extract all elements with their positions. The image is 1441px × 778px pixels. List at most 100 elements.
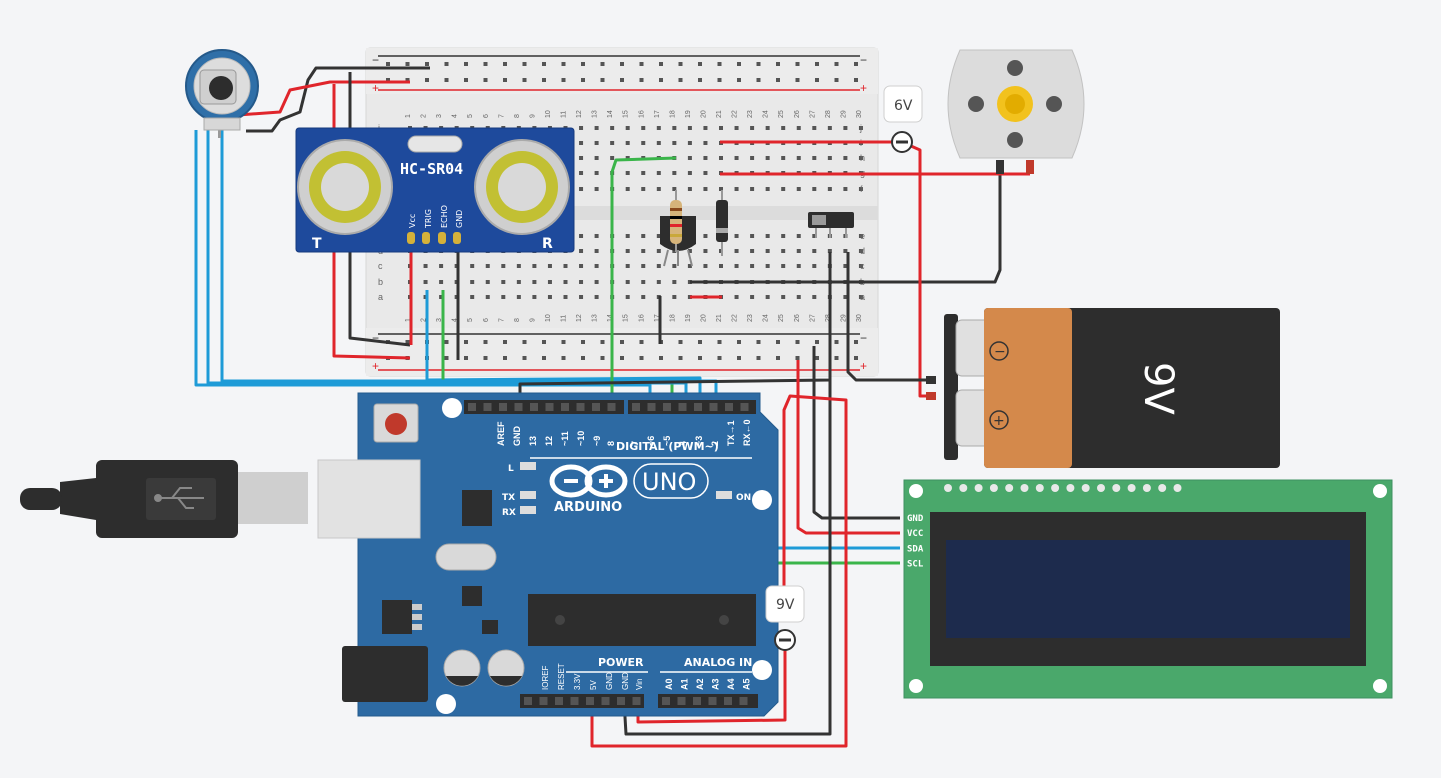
column-label-top: 13 xyxy=(592,110,599,118)
column-label-bottom: 9 xyxy=(529,318,536,322)
power-pin-label: Vin xyxy=(635,679,644,690)
column-label-top: 5 xyxy=(467,114,474,118)
supply-9v-label: 9V xyxy=(776,597,795,613)
column-label-bottom: 13 xyxy=(592,314,599,322)
digital-pwm-label: DIGITAL (PWM~) xyxy=(616,440,719,453)
column-label-top: 28 xyxy=(825,110,832,118)
rail-plus-bottom-right: + xyxy=(860,359,867,373)
digital-pin-label: ~9 xyxy=(592,436,602,446)
column-label-top: 10 xyxy=(545,110,552,118)
column-label-top: 22 xyxy=(732,110,739,118)
column-label-top: 12 xyxy=(576,110,583,118)
sensor-pin-gnd: GND xyxy=(455,210,464,228)
lcd-pin-label: VCC xyxy=(907,529,923,539)
row-label-right: c xyxy=(860,261,865,271)
digital-pin-label: 4 xyxy=(678,441,688,446)
column-label-bottom: 1 xyxy=(405,318,412,322)
power-supply-9v[interactable]: 9V xyxy=(765,585,805,651)
battery-voltage-label: 9V xyxy=(1135,362,1181,415)
column-label-bottom: 27 xyxy=(809,314,816,322)
wire-black-gnd-bottom xyxy=(622,252,832,736)
column-label-top: 2 xyxy=(421,114,428,118)
power-pin-label: GND xyxy=(605,672,614,690)
row-label-left: a xyxy=(378,292,383,302)
column-label-top: 30 xyxy=(856,110,863,118)
rail-plus-top-left: + xyxy=(372,81,379,95)
column-label-top: 16 xyxy=(638,110,645,118)
column-label-top: 8 xyxy=(514,114,521,118)
column-label-bottom: 30 xyxy=(856,314,863,322)
wire-black-button xyxy=(246,66,430,133)
rail-minus-top-right: − xyxy=(860,53,867,67)
led-on-label: ON xyxy=(736,493,751,503)
digital-pin-label: AREF xyxy=(496,421,506,446)
diode[interactable] xyxy=(716,190,728,256)
power-supply-6v[interactable]: 6V xyxy=(883,85,923,153)
column-label-top: 3 xyxy=(436,114,443,118)
row-label-right: e xyxy=(860,231,865,241)
column-label-bottom: 22 xyxy=(732,314,739,322)
column-label-bottom: 11 xyxy=(561,315,568,322)
digital-pin-label: 8 xyxy=(606,441,616,446)
rail-plus-bottom-left: + xyxy=(372,359,379,373)
led-tx-label: TX xyxy=(502,493,515,503)
slide-switch[interactable] xyxy=(808,212,854,238)
wire-red-button xyxy=(237,80,410,117)
column-label-bottom: 5 xyxy=(467,318,474,322)
column-label-bottom: 26 xyxy=(794,314,801,322)
column-label-top: 21 xyxy=(716,110,723,118)
column-label-bottom: 21 xyxy=(716,314,723,322)
column-label-top: 17 xyxy=(654,110,661,118)
analog-pin-label: A0 xyxy=(664,678,674,690)
sensor-label-r: R xyxy=(542,236,553,252)
dc-motor[interactable] xyxy=(947,49,1085,174)
usb-cable[interactable] xyxy=(20,459,421,539)
digital-pin-label: GND xyxy=(512,426,522,447)
led-rx-label: RX xyxy=(502,508,516,518)
power-pin-label: 5V xyxy=(589,680,598,690)
digital-pin-label: ~3 xyxy=(694,436,704,446)
digital-pin-label: ~10 xyxy=(576,431,586,446)
row-label-right: f xyxy=(860,184,863,194)
battery-pos-label: + xyxy=(993,413,1005,429)
row-label-right: h xyxy=(860,153,865,163)
column-label-top: 9 xyxy=(529,114,536,118)
push-button[interactable] xyxy=(185,49,259,138)
column-label-bottom: 19 xyxy=(685,314,692,322)
column-label-top: 6 xyxy=(483,114,490,118)
wire-red-lcd-vcc xyxy=(796,360,900,535)
row-label-left: c xyxy=(378,261,383,271)
resistor[interactable] xyxy=(670,190,682,252)
battery-9v[interactable]: − + 9V xyxy=(926,308,1280,468)
digital-pin-label: ~6 xyxy=(646,436,656,446)
arduino-logo xyxy=(549,464,628,498)
column-label-bottom: 25 xyxy=(778,314,785,322)
sensor-label-t: T xyxy=(312,236,322,252)
column-label-top: 27 xyxy=(809,110,816,118)
analog-pin-label: A3 xyxy=(711,678,721,690)
power-label: POWER xyxy=(598,656,644,669)
column-label-bottom: 23 xyxy=(747,314,754,322)
column-label-bottom: 17 xyxy=(654,314,661,322)
power-pin-label: 3.3V xyxy=(573,673,582,690)
rail-minus-bottom-left: − xyxy=(372,331,379,345)
column-label-bottom: 15 xyxy=(623,314,630,322)
wire-black-6v xyxy=(901,140,932,398)
lcd-pin-label: GND xyxy=(907,514,924,524)
column-label-bottom: 2 xyxy=(421,318,428,322)
ultrasonic-sensor[interactable]: HC-SR04 Vcc TRIG ECHO GND T R xyxy=(295,127,575,253)
wire-red-5v xyxy=(590,394,848,748)
row-label-right: a xyxy=(860,292,865,302)
column-label-bottom: 16 xyxy=(638,314,645,322)
row-label-right: d xyxy=(860,246,865,256)
rail-minus-top-left: − xyxy=(372,53,379,67)
column-label-top: 19 xyxy=(685,110,692,118)
column-label-top: 25 xyxy=(778,110,785,118)
column-label-top: 11 xyxy=(561,111,568,118)
rail-minus-bottom-right: − xyxy=(860,331,867,345)
motor-terminals xyxy=(996,160,1034,174)
row-label-right: j xyxy=(859,123,862,133)
